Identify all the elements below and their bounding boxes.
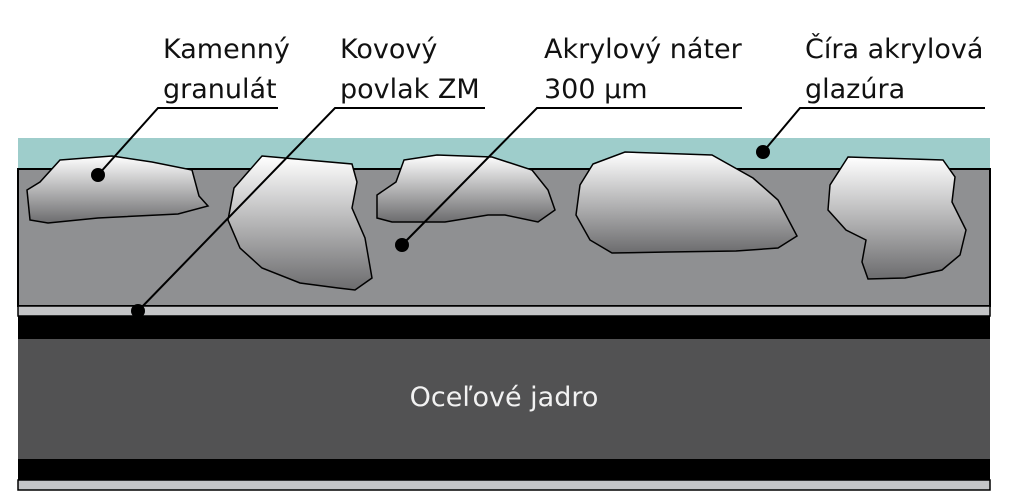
granulate-leader-line [97, 107, 278, 176]
stone-granule-2 [227, 155, 373, 291]
metal-coating-leader-line [137, 107, 485, 312]
metal-coating-label-line2: povlak ZM [340, 74, 480, 105]
stone-granule-4 [575, 151, 798, 254]
acrylic-coat-leader-dot [395, 238, 409, 252]
clear-glaze-leader-line [762, 107, 985, 153]
upper-metal-coating-layer [17, 305, 991, 317]
steel-core-layer [18, 339, 990, 459]
steel-core-label: Oceľové jadro [410, 382, 599, 413]
clear-glaze-label-line2: glazúra [805, 74, 905, 105]
stone-granule-5 [827, 156, 967, 280]
clear-glaze-leader-dot [756, 145, 770, 159]
metal-coating-leader-dot [131, 304, 145, 318]
granulate-label-line2: granulát [163, 74, 277, 105]
acrylic-coat-leader-line [401, 107, 742, 246]
upper-black-band [18, 316, 990, 339]
granulate-label-line1: Kamenný [163, 34, 290, 65]
acrylic-coat-label-line1: Akrylový náter [544, 34, 743, 65]
stone-granule-1 [26, 155, 210, 224]
clear-glaze-label-line1: Číra akrylová [805, 33, 983, 65]
stone-granule-3 [376, 154, 556, 223]
lower-black-band [18, 459, 990, 480]
granulate-leader-dot [91, 168, 105, 182]
acrylic-coat-label-line2: 300 µm [544, 74, 648, 105]
metal-coating-label-line1: Kovový [340, 34, 437, 65]
lower-metal-coating-layer [17, 479, 991, 491]
